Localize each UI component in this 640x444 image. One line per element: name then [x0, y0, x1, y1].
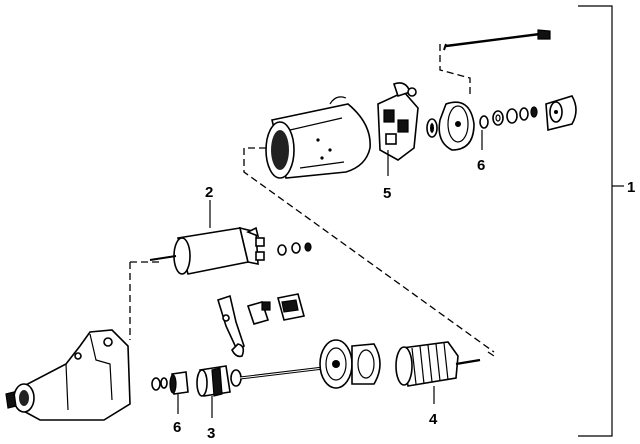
assembly-bracket	[578, 5, 624, 437]
o-ring	[426, 118, 438, 138]
through-bolt	[443, 29, 551, 51]
shift-lever	[217, 294, 245, 358]
callout-2: 2	[205, 184, 213, 201]
drive-gear	[196, 365, 242, 397]
brush-holder	[377, 82, 419, 161]
small-gear	[169, 371, 189, 395]
callout-6-rear: 6	[477, 157, 485, 174]
assembly-guide-lines	[129, 44, 495, 357]
field-housing	[265, 96, 371, 179]
drive-end-housing	[5, 329, 131, 421]
solenoid-small-parts	[277, 242, 312, 256]
front-washers	[151, 377, 168, 391]
callout-3: 3	[207, 425, 215, 442]
callout-5: 5	[383, 185, 391, 202]
lever-bracket	[246, 293, 305, 325]
callout-6-front: 6	[173, 419, 181, 436]
solenoid	[149, 226, 265, 275]
callout-4: 4	[429, 411, 438, 428]
planetary-gear-set	[319, 339, 381, 389]
rear-washers	[479, 106, 538, 129]
end-cap	[545, 95, 577, 132]
callout-leaders	[177, 130, 483, 418]
armature	[395, 341, 481, 387]
end-cover	[438, 101, 475, 151]
callout-1: 1	[627, 179, 635, 196]
